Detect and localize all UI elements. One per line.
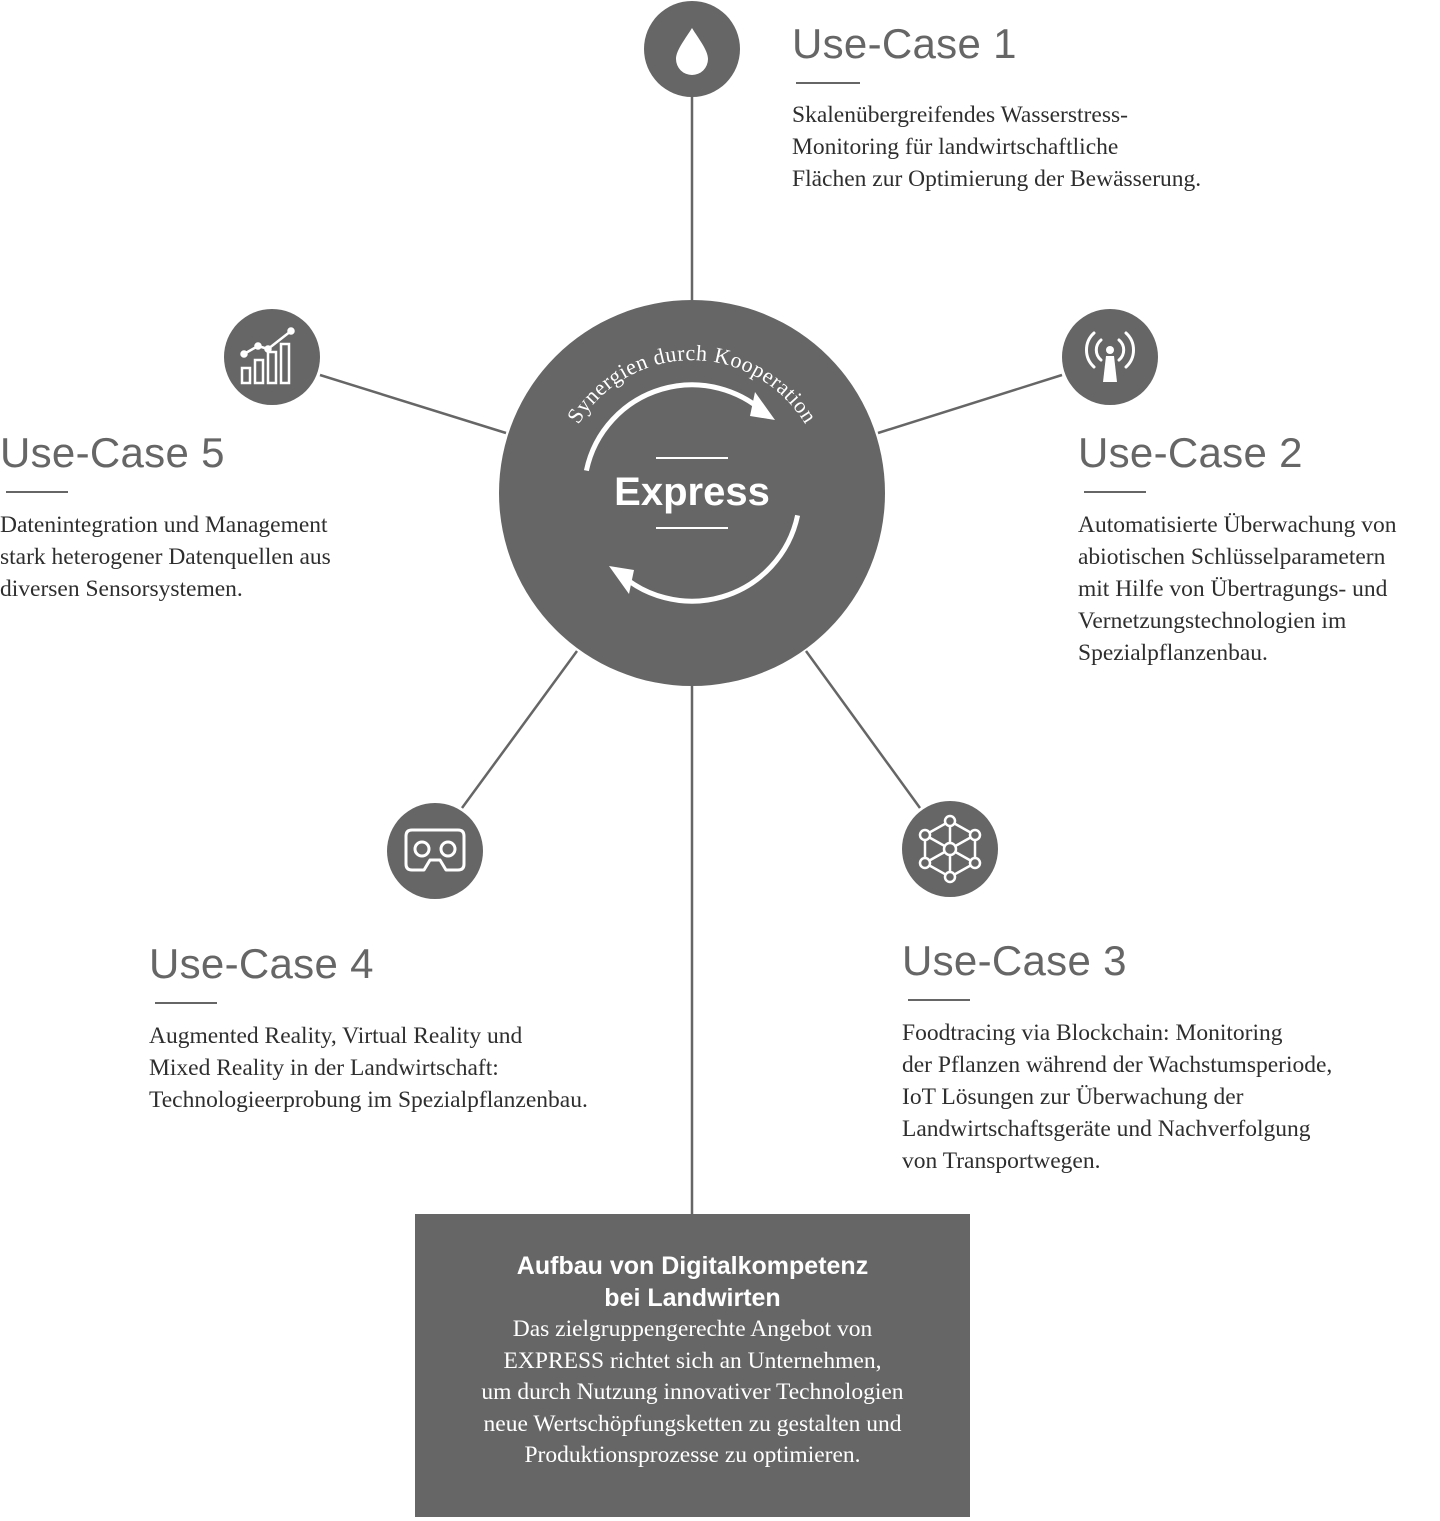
use-case-2-description: Automatisierte Überwachung von abiotisch… [1078,512,1397,666]
use-case-3-description: Foodtracing via Blockchain: Monitoring d… [902,1020,1333,1174]
use-case-2-node [1062,309,1158,405]
use-case-1-title: Use-Case 1 [792,20,1017,67]
use-case-3-title: Use-Case 3 [902,937,1127,984]
use-case-4-node-circle [387,803,483,899]
connector-line-use-case-3 [804,650,922,809]
cycle-arrow-head-upper [750,392,775,420]
express-hub: Express Synergien durch Kooperation [499,300,885,686]
use-case-3-rule [908,999,970,1001]
use-case-5-rule [6,491,68,493]
use-case-1-node [644,1,740,97]
blockchain-network-icon [918,814,982,884]
use-case-5-title: Use-Case 5 [0,429,225,476]
express-hub-circle [499,300,885,686]
use-case-4-rule [155,1002,217,1004]
use-case-1-rule [796,82,860,84]
use-case-1-description: Skalenübergreifendes Wasserstress- Monit… [792,102,1202,192]
digital-competence-title: Aufbau von Digitalkompetenz bei Landwirt… [516,1252,869,1312]
antenna-icon [1084,331,1136,382]
connector-line-use-case-4 [460,650,579,809]
connector-line-use-case-2 [877,373,1063,435]
express-title: Express [614,470,770,514]
cycle-arrow-arc-lower [613,514,801,604]
cycle-arrow-arc-upper [583,382,771,472]
connector-line-use-case-5 [319,373,507,435]
use-case-3-node [902,801,998,897]
use-case-2-title: Use-Case 2 [1078,429,1303,476]
water-drop-icon [676,28,708,75]
vr-headset-icon [404,828,466,872]
use-case-4-node [387,803,483,899]
use-case-2-rule [1084,491,1146,493]
digital-competence-description: Das zielgruppengerechte Angebot von EXPR… [481,1316,904,1468]
use-case-5-description: Datenintegration und Management stark he… [0,512,331,602]
use-case-4-description: Augmented Reality, Virtual Reality und M… [149,1023,588,1113]
use-case-5-node-circle [224,309,320,405]
cycle-arrow-head-lower [609,566,634,594]
digital-competence-box: Aufbau von Digitalkompetenz bei Landwirt… [415,1214,970,1517]
use-case-5-node [224,309,320,405]
use-case-4-title: Use-Case 4 [149,940,374,987]
bar-chart-icon [240,327,295,385]
